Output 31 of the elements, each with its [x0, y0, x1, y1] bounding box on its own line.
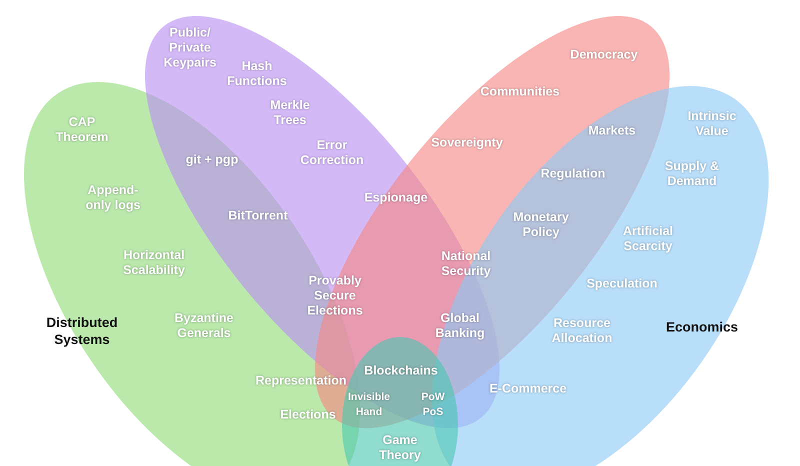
overlap-label: Global Banking — [434, 311, 486, 341]
overlap-label: CAP Theorem — [54, 115, 110, 145]
overlap-label: Append- only logs — [85, 183, 141, 213]
overlap-label: E-Commerce — [489, 382, 567, 396]
overlap-label: Error Correction — [299, 138, 365, 168]
overlap-label: Hash Functions — [226, 59, 288, 89]
overlap-label: Provably Secure Elections — [306, 274, 364, 318]
overlap-label: git + pgp — [186, 152, 238, 168]
overlap-label: Blockchains — [364, 364, 438, 378]
overlap-label: Intrinsic Value — [686, 109, 738, 139]
overlap-label: Invisible Hand — [346, 390, 391, 420]
set-label: Distributed Systems — [45, 314, 119, 348]
overlap-label: Byzantine Generals — [173, 311, 235, 341]
overlap-label: Monetary Policy — [512, 210, 570, 240]
overlap-label: Merkle Trees — [269, 98, 311, 128]
overlap-label: Communities — [480, 84, 560, 100]
overlap-label: National Security — [440, 249, 492, 279]
overlap-label: Regulation — [540, 166, 606, 182]
overlap-label: Horizontal Scalability — [122, 248, 186, 278]
overlap-label: Markets — [588, 124, 636, 138]
overlap-label: BitTorrent — [228, 208, 288, 224]
overlap-label: Democracy — [570, 48, 638, 62]
overlap-label: Artificial Scarcity — [622, 224, 674, 254]
overlap-label: Public/ Private Keypairs — [162, 26, 218, 70]
overlap-label: Sovereignty — [431, 136, 503, 150]
set-label: Game Theory — [378, 433, 422, 463]
overlap-label: Resource Allocation — [550, 316, 614, 346]
overlap-label: Supply & Demand — [664, 159, 720, 189]
overlap-label: PoW PoS — [420, 390, 446, 420]
set-label: Economics — [664, 318, 739, 336]
overlap-label: Speculation — [586, 276, 658, 292]
